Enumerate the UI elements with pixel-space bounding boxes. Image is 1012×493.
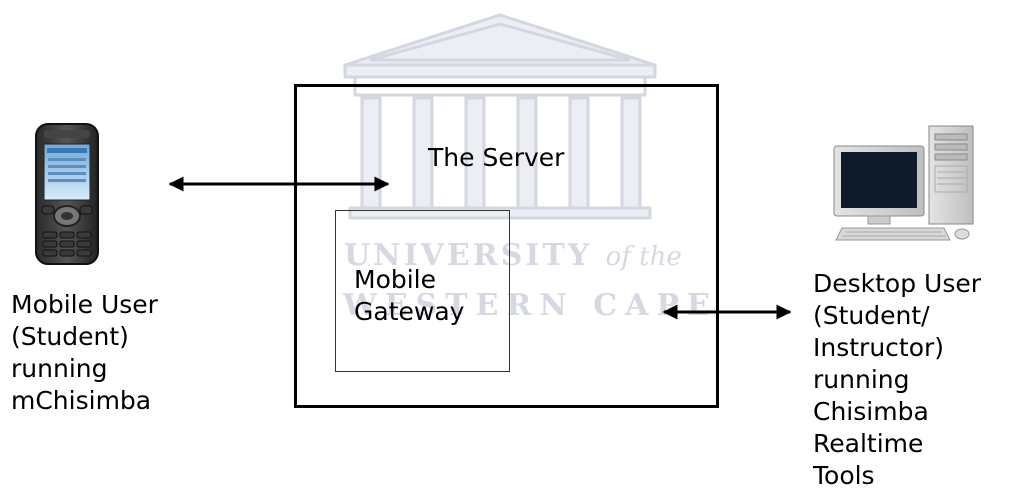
desktop-user-label: Desktop User (Student/ Instructor) runni… [813, 269, 982, 490]
server-title: The Server [428, 143, 565, 172]
gateway-box [335, 210, 510, 372]
university-building-icon [343, 13, 657, 220]
mobile-user-label: Mobile User (Student) running mChisimba [11, 290, 158, 415]
watermark-text-line1: UNIVERSITY of the [344, 238, 682, 273]
desktop-computer-icon [833, 125, 974, 241]
watermark-text-line2: WESTERN CAPE [343, 288, 718, 323]
mobile-phone-icon [35, 123, 99, 265]
server-box [294, 84, 719, 408]
gateway-label: Mobile Gateway [354, 265, 465, 326]
